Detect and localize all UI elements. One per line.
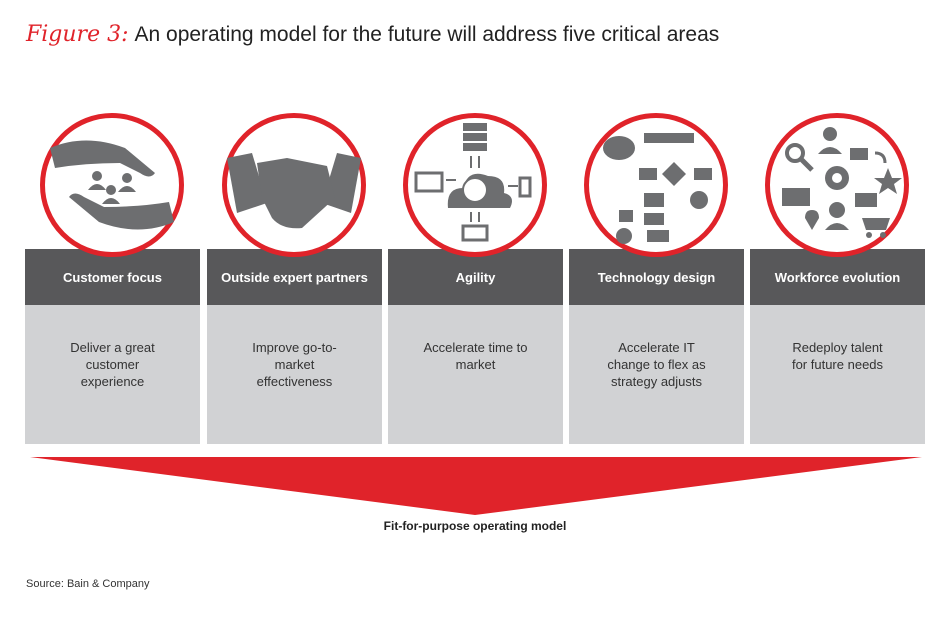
flowchart-icon — [584, 113, 728, 257]
area-description: Deliver a great customer experience — [25, 305, 200, 444]
area-technology-design: Technology design Accelerate IT change t… — [569, 249, 744, 444]
figure-title-text: An operating model for the future will a… — [134, 23, 720, 46]
arrow-label: Fit-for-purpose operating model — [383, 519, 567, 533]
area-heading: Customer focus — [25, 249, 200, 305]
cloud-network-icon — [403, 113, 547, 257]
hands-protecting-people-icon — [40, 113, 184, 257]
area-heading: Workforce evolution — [750, 249, 925, 305]
handshake-icon — [222, 113, 366, 257]
area-customer-focus: Customer focus Deliver a great customer … — [25, 249, 200, 444]
figure-title: Figure 3:An operating model for the futu… — [26, 22, 719, 47]
area-outside-expert-partners: Outside expert partners Improve go-to-ma… — [207, 249, 382, 444]
area-description: Improve go-to-market effectiveness — [207, 305, 382, 444]
area-workforce-evolution: Workforce evolution Redeploy talent for … — [750, 249, 925, 444]
area-description: Redeploy talent for future needs — [750, 305, 925, 444]
source-note: Source: Bain & Company — [26, 578, 150, 590]
area-heading: Agility — [388, 249, 563, 305]
area-description: Accelerate IT change to flex as strategy… — [569, 305, 744, 444]
arrow-shape — [30, 457, 922, 515]
area-heading: Outside expert partners — [207, 249, 382, 305]
workforce-icons-cluster — [765, 113, 909, 257]
figure-label: Figure 3: — [26, 22, 129, 47]
area-heading: Technology design — [569, 249, 744, 305]
area-description: Accelerate time to market — [388, 305, 563, 444]
area-agility: Agility Accelerate time to market — [388, 249, 563, 444]
